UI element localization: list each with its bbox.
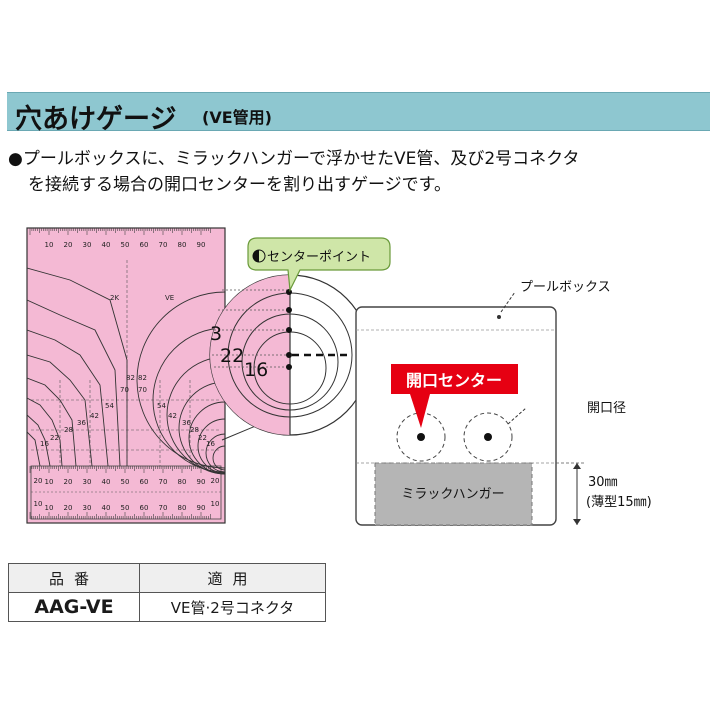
top-ruler-label: 70 xyxy=(159,241,168,249)
curve-label: 70 xyxy=(138,386,147,394)
center-point-label: センターポイント xyxy=(267,250,371,265)
curve-label: 28 xyxy=(64,426,73,434)
spec-code: AAG-VE xyxy=(8,592,140,622)
top-ruler-label: 20 xyxy=(64,241,73,249)
curve-label: 36 xyxy=(182,419,191,427)
curve-label: 42 xyxy=(168,412,177,420)
curve-label: 16 xyxy=(206,440,215,448)
curve-label-2k: 2K xyxy=(110,294,119,302)
spec-table: 品番 適用 AAG-VE VE管·2号コネクタ xyxy=(8,563,326,622)
curve-label: 82 xyxy=(138,374,147,382)
hole-diameter-label: 開口径 xyxy=(587,401,626,416)
bottom-ruler-label: 90 xyxy=(197,478,206,486)
zoom-label: 16 xyxy=(244,359,268,381)
title-bar: 穴あけゲージ (VE管用) xyxy=(7,92,710,135)
spec-header-use: 適用 xyxy=(139,563,326,593)
opening-center-callout: 開口センター xyxy=(391,364,518,428)
bottom-ruler-label: 40 xyxy=(102,504,111,512)
curve-label: 28 xyxy=(190,426,199,434)
opening-center-label: 開口センター xyxy=(406,371,502,390)
hanger-label: ミラックハンガー xyxy=(401,487,504,502)
curve-label: 70 xyxy=(120,386,129,394)
top-ruler-label: 60 xyxy=(140,241,149,249)
bottom-ruler-label: 30 xyxy=(83,504,92,512)
pull-box: プールボックス 開口径 ミラックハンガー 30㎜ (薄型15㎜) xyxy=(355,280,652,526)
bottom-ruler-label: 40 xyxy=(102,478,111,486)
center-point-callout: センターポイント xyxy=(247,237,391,293)
curve-label: 22 xyxy=(50,434,59,442)
bottom-ruler-label: 80 xyxy=(178,504,187,512)
page-subtitle: (VE管用) xyxy=(202,108,272,127)
curve-label: 22 xyxy=(198,434,207,442)
bottom-ruler-label: 30 xyxy=(83,478,92,486)
top-ruler-label: 40 xyxy=(102,241,111,249)
curve-label: 42 xyxy=(90,412,99,420)
side-label: 10 xyxy=(211,500,220,508)
side-label: 20 xyxy=(211,477,220,485)
bottom-ruler-label: 60 xyxy=(140,478,149,486)
curve-label: 82 xyxy=(126,374,135,382)
bottom-ruler-label: 90 xyxy=(197,504,206,512)
curve-label: 16 xyxy=(40,440,49,448)
zoom-detail: 3 22 16 xyxy=(209,274,371,436)
bottom-ruler-label: 10 xyxy=(45,478,54,486)
bottom-ruler-label: 50 xyxy=(121,478,130,486)
bottom-ruler-label: 70 xyxy=(159,478,168,486)
pull-box-label: プールボックス xyxy=(520,280,611,295)
top-ruler-label: 90 xyxy=(197,241,206,249)
description: ●プールボックスに、ミラックハンガーで浮かせたVE管、及び2号コネクタ を接続す… xyxy=(8,146,713,198)
bottom-ruler-label: 20 xyxy=(64,504,73,512)
side-label: 20 xyxy=(34,477,43,485)
curve-label: 54 xyxy=(105,402,114,410)
spec-use: VE管·2号コネクタ xyxy=(139,592,326,622)
bottom-ruler-label: 60 xyxy=(140,504,149,512)
top-ruler-label: 10 xyxy=(45,241,54,249)
bottom-ruler-label: 20 xyxy=(64,478,73,486)
spec-header-code: 品番 xyxy=(8,563,140,593)
description-line-2: を接続する場合の開口センターを割り出すゲージです。 xyxy=(28,175,451,195)
top-ruler-label: 30 xyxy=(83,241,92,249)
page-title: 穴あけゲージ xyxy=(15,104,177,135)
bottom-ruler-label: 70 xyxy=(159,504,168,512)
side-label: 10 xyxy=(34,500,43,508)
curve-label-ve: VE xyxy=(165,294,174,302)
curve-label: 36 xyxy=(77,419,86,427)
zoom-label: 3 xyxy=(210,323,222,345)
zoom-label: 22 xyxy=(220,345,244,367)
gauge-card: 2K VE 82 70 82 70 54 54 42 42 36 36 28 2… xyxy=(26,227,226,524)
bottom-ruler-label: 10 xyxy=(45,504,54,512)
description-line-1: ●プールボックスに、ミラックハンガーで浮かせたVE管、及び2号コネクタ xyxy=(8,149,580,169)
top-ruler-label: 80 xyxy=(178,241,187,249)
dimension-label: 30㎜ xyxy=(588,475,618,490)
dimension-note: (薄型15㎜) xyxy=(586,495,652,510)
curve-label: 54 xyxy=(157,402,166,410)
top-ruler-label: 50 xyxy=(121,241,130,249)
bottom-ruler-label: 50 xyxy=(121,504,130,512)
bottom-ruler-label: 80 xyxy=(178,478,187,486)
